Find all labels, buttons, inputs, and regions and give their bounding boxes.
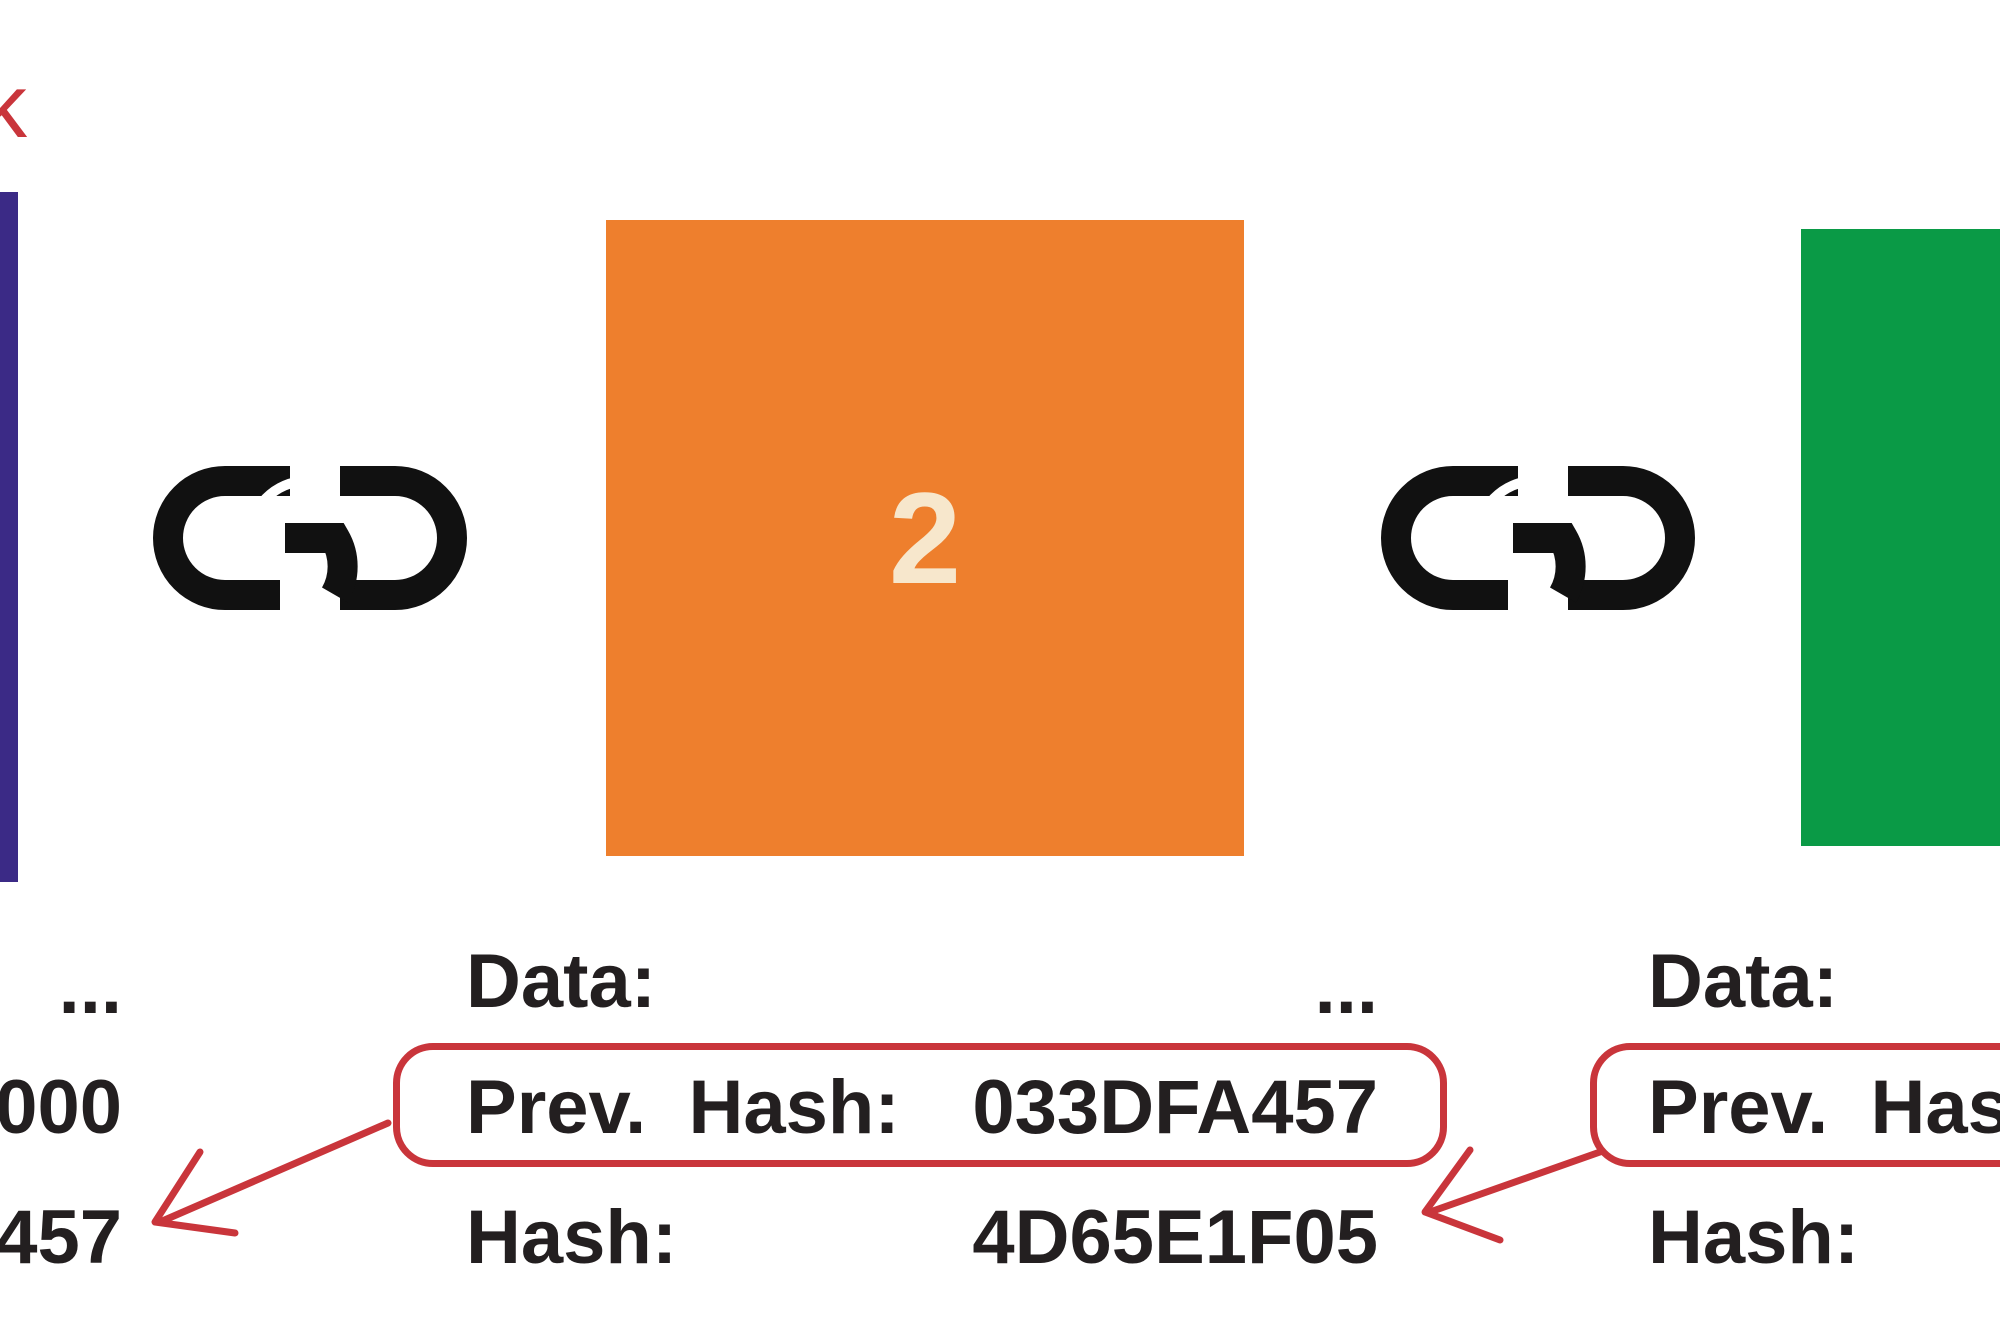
block-2-prev-hash-value: 033DFA457: [972, 1065, 1378, 1150]
block-3-hash-label: Hash:: [1648, 1195, 1860, 1280]
block-2-hash-label: Hash:: [466, 1195, 678, 1280]
block-3-data-label: Data:: [1648, 939, 1839, 1024]
arrow-to-block-1-hash: [156, 1119, 392, 1226]
prev-hash-highlight-box: [1590, 1043, 2000, 1167]
block-1-data-value: ...: [58, 945, 122, 1030]
partial-block-label: k: [0, 57, 27, 157]
arrowhead: [1421, 1146, 1504, 1244]
block-number: 2: [888, 465, 962, 611]
block-2-data-value: ...: [1314, 945, 1378, 1030]
block-2-square: 2: [606, 220, 1244, 856]
block-2-prev-hash-label: Prev. Hash:: [466, 1065, 900, 1150]
block-1-square: [0, 192, 18, 882]
block-2-hash-value: 4D65E1F05: [972, 1195, 1378, 1280]
chain-link-icon: [153, 466, 467, 610]
prev-hash-highlight-box: [393, 1043, 1447, 1167]
block-1-hash-value: 457: [0, 1195, 122, 1280]
block-2-data-label: Data:: [466, 939, 657, 1024]
arrow-to-block-2-hash: [1426, 1148, 1604, 1216]
block-1-prev-hash-value: 000: [0, 1065, 122, 1150]
block-3-prev-hash-label: Prev. Has: [1648, 1065, 2000, 1150]
block-3-square: [1801, 229, 2000, 846]
arrowhead: [151, 1148, 239, 1237]
chain-link-icon: [1381, 466, 1695, 610]
